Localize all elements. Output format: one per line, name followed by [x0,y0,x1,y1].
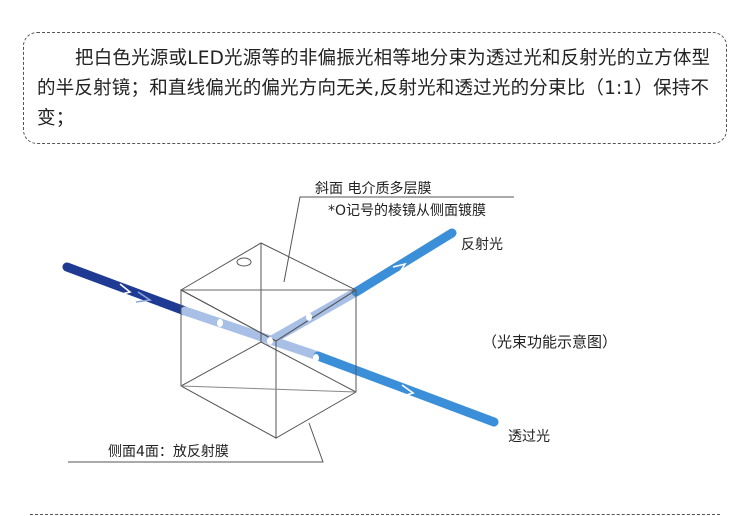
incident-beam-chevron-icon [117,283,132,296]
o-mark-icon [236,257,252,267]
incident-beam-chevron-icon-2 [135,291,153,303]
reflected-beam [351,228,457,297]
bottom-divider [30,514,720,515]
side-faces-leader-line [68,422,324,463]
cube [179,242,358,439]
node-marker-icon [267,337,273,345]
description-text: 把白色光源或LED光源等的非偏振光相等地分束为透过光和反射光的立方体型的半反射镜… [37,44,725,134]
node-marker-icon [217,319,223,327]
inner-reflected-beam [265,287,361,346]
node-marker-icon [306,313,312,321]
coating-note-label: *O记号的棱镜从侧面镀膜 [328,203,487,219]
node-marker-icon [313,354,319,362]
description-box [23,32,727,144]
transmitted-beam [313,351,499,427]
inner-transmitted-beam [180,306,323,361]
reflected-label: 反射光 [461,237,503,253]
transmitted-beam-chevron-icon [399,384,415,398]
description-content: 把白色光源或LED光源等的非偏振光相等地分束为透过光和反射光的立方体型的半反射镜… [37,48,711,129]
coating-title-label: 斜面 电介质多层膜 [315,181,432,197]
transmitted-label: 透过光 [508,429,550,445]
diagram-caption: （光束功能示意图） [482,333,618,351]
side-faces-label: 侧面4面：放反射膜 [108,444,229,460]
reflected-beam-chevron-icon [392,262,407,276]
coating-leader-line [283,196,514,283]
